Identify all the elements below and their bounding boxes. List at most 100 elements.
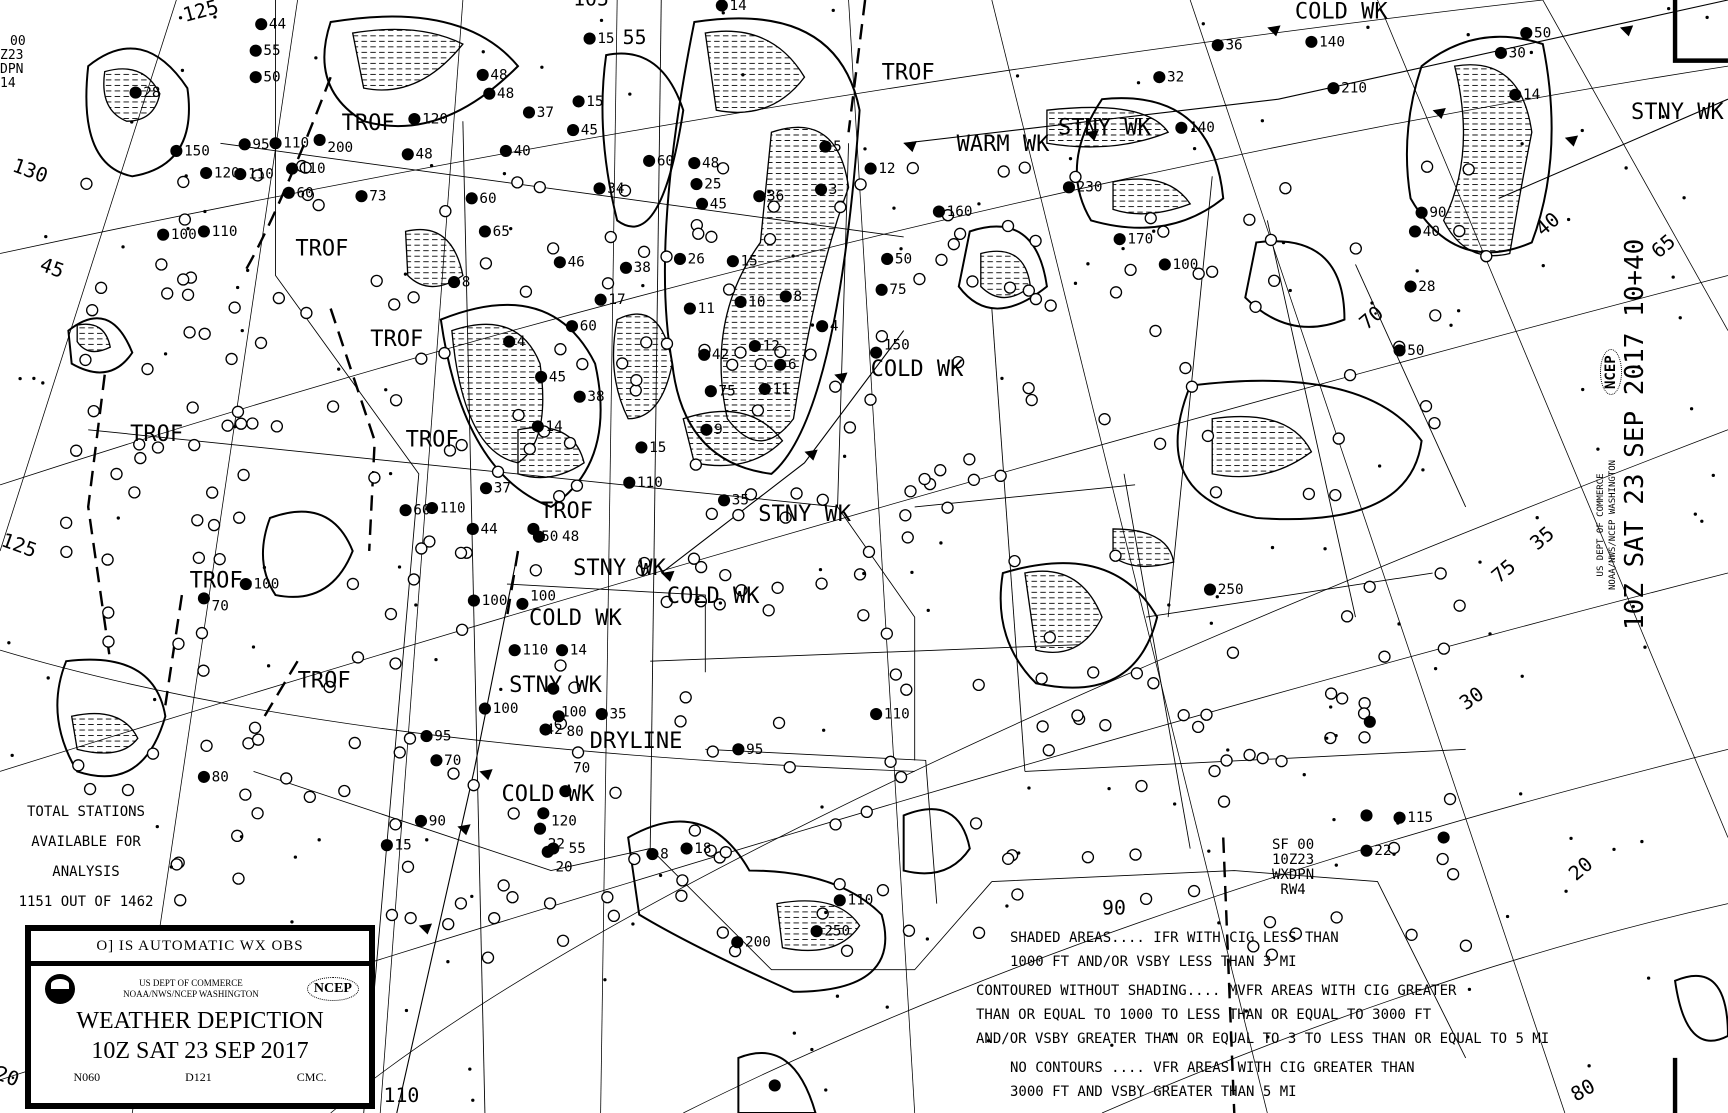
mvfr-contour — [261, 510, 354, 598]
station-open-circle — [248, 721, 262, 734]
station-ceiling-value: 17 — [608, 292, 625, 308]
station-ifr-filled — [732, 743, 745, 756]
station-ifr-filled — [734, 295, 747, 309]
station-ceiling-value: 15 — [741, 254, 758, 270]
agency-line: NOAA/NWS/NCEP WASHINGTON — [1608, 459, 1618, 590]
station-ceiling-value: 50 — [541, 529, 558, 545]
code: N060 — [73, 1070, 101, 1084]
station-ceiling-value: 115 — [1407, 810, 1433, 826]
station-ceiling-value: 48 — [702, 156, 719, 172]
station-open-circle — [1275, 754, 1288, 768]
grid-dot — [213, 15, 217, 19]
station-open-circle — [300, 306, 313, 320]
station-open-circle — [443, 444, 457, 457]
key-contoured: CONTOURED WITHOUT SHADING.... MVFR AREAS… — [976, 979, 1549, 1051]
grid-dot — [1366, 25, 1370, 29]
grid-dot — [1505, 914, 1510, 919]
station-ifr-filled — [932, 205, 945, 218]
station-open-circle — [207, 518, 221, 532]
station-open-circle — [389, 818, 402, 831]
grid-dot — [631, 922, 635, 926]
station-ifr-filled — [197, 225, 210, 238]
station-open-circle — [533, 180, 546, 194]
station-open-circle — [638, 556, 651, 570]
station-ifr-filled — [779, 290, 792, 303]
station-ifr-filled — [680, 842, 693, 855]
grid-dot — [1015, 74, 1020, 78]
station-ifr-filled — [508, 644, 521, 657]
agency-line: NOAA/NWS/NCEP WASHINGTON — [123, 989, 259, 999]
station-open-circle — [1192, 267, 1205, 280]
trough-line — [1222, 837, 1236, 1113]
station-open-circle — [86, 304, 99, 317]
station-ifr-filled — [704, 385, 717, 398]
station-ceiling-value: 60 — [657, 153, 674, 169]
station-open-circle — [1324, 687, 1338, 700]
station-ifr-filled — [1437, 831, 1450, 844]
station-open-circle — [481, 951, 495, 964]
front-label: TROF — [298, 669, 351, 694]
station-open-circle — [1022, 284, 1036, 297]
station-open-circle — [563, 436, 577, 450]
station-open-circle — [719, 845, 732, 859]
station-open-circle — [94, 281, 108, 295]
grid-line — [0, 275, 1728, 772]
station-ifr-filled — [286, 162, 299, 175]
station-ifr-filled — [533, 822, 547, 835]
station-ifr-filled — [532, 530, 545, 543]
station-open-circle — [767, 200, 781, 213]
station-ifr-filled — [698, 348, 711, 361]
station-ifr-filled — [531, 420, 544, 433]
mvfr-contour — [1405, 35, 1553, 254]
grid-dot — [810, 323, 815, 327]
station-ifr-filled — [833, 894, 846, 907]
ifr-shaded-area — [1046, 106, 1170, 148]
station-ifr-filled — [1509, 88, 1522, 101]
station-count-line: ANALYSIS — [52, 864, 120, 880]
valid-time: 10Z SAT 23 SEP 2017 — [91, 1038, 309, 1064]
station-ifr-filled — [726, 255, 739, 268]
mvfr-contour — [56, 658, 167, 778]
mvfr-contour — [1673, 975, 1728, 1042]
station-ceiling-value: 50 — [895, 251, 912, 267]
grid-line — [1189, 0, 1566, 1113]
station-ceiling-value: 160 — [947, 204, 973, 220]
station-ceiling-value: 150 — [184, 143, 210, 159]
station-ifr-filled — [572, 95, 585, 108]
grid-dot — [792, 1031, 797, 1035]
station-open-circle — [1226, 646, 1240, 659]
station-open-circle — [628, 852, 641, 866]
station-ifr-filled — [814, 183, 828, 196]
grid-dot — [1566, 217, 1571, 222]
station-open-circle — [1340, 610, 1354, 623]
station-ifr-filled — [595, 708, 608, 721]
category-key: SHADED AREAS.... IFR WITH CIG LESS THAN … — [976, 926, 1549, 1104]
station-open-circle — [556, 934, 570, 947]
station-ifr-filled — [635, 441, 648, 454]
station-ifr-filled — [1404, 280, 1417, 293]
station-open-circle — [351, 651, 365, 664]
station-open-circle — [1043, 631, 1056, 644]
grid-dot — [863, 147, 867, 151]
station-open-circle — [1087, 666, 1100, 679]
grid-dot — [1209, 621, 1213, 625]
station-ceiling-value: 210 — [1341, 81, 1367, 97]
grid-dot — [1624, 166, 1628, 170]
grid-dot — [1682, 196, 1686, 200]
station-open-circle — [280, 772, 293, 785]
front-label: STNY WK — [758, 502, 852, 527]
station-ceiling-value: 200 — [327, 140, 353, 156]
grid-dot — [1281, 241, 1286, 245]
station-open-circle — [403, 732, 417, 745]
station-open-circle — [1025, 393, 1038, 407]
grid-dot — [1711, 473, 1715, 478]
station-open-circle — [1109, 549, 1122, 562]
grid-dot — [1334, 863, 1338, 867]
station-open-circle — [1267, 274, 1281, 287]
station-ceiling-value: 12 — [763, 338, 780, 354]
station-open-circle — [689, 458, 703, 471]
station-ceiling-value: 50 — [1534, 25, 1551, 41]
grid-dot — [470, 894, 474, 899]
grid-dot — [1136, 81, 1141, 85]
station-open-circle — [186, 401, 199, 414]
